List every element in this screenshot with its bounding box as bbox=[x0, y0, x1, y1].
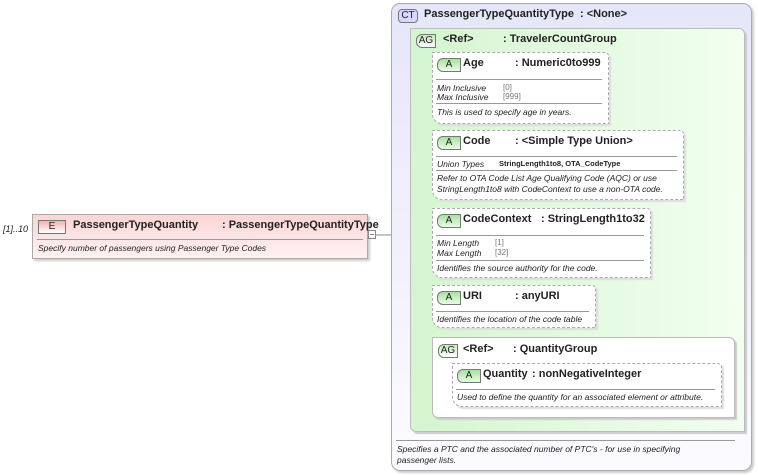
ag-ref: <Ref> bbox=[463, 343, 494, 355]
ag-name: : QuantityGroup bbox=[513, 343, 598, 355]
attribute-badge: A bbox=[437, 58, 461, 72]
ct-description-2: passenger lists. bbox=[397, 455, 457, 465]
attribute-description: This is used to specify age in years. bbox=[437, 107, 572, 117]
attribute-code[interactable]: A Code : <Simple Type Union> Union Types… bbox=[432, 130, 684, 200]
attribute-badge: A bbox=[457, 369, 481, 383]
element-name: PassengerTypeQuantity bbox=[73, 219, 199, 231]
ag-name: : TravelerCountGroup bbox=[503, 33, 617, 45]
attribute-type: : Numeric0to999 bbox=[515, 57, 601, 69]
attribute-type: : <Simple Type Union> bbox=[515, 135, 633, 147]
attribute-type: : nonNegativeInteger bbox=[532, 368, 642, 380]
attribute-name: Code bbox=[463, 135, 491, 147]
attribute-description: Identifies the source authority for the … bbox=[437, 263, 598, 273]
attribute-name: URI bbox=[463, 290, 482, 302]
union-value: StringLength1to8, OTA_CodeType bbox=[499, 159, 621, 168]
attribute-type: : StringLength1to32 bbox=[541, 213, 645, 225]
facet-value: [32] bbox=[495, 248, 509, 257]
occurrence-label: [1]..10 bbox=[3, 224, 29, 234]
collapse-button[interactable]: − bbox=[368, 230, 376, 239]
attribute-type: : anyURI bbox=[515, 290, 560, 302]
ag-badge: AG bbox=[438, 344, 458, 358]
attribute-name: Age bbox=[463, 57, 484, 69]
attribute-name: Quantity bbox=[483, 368, 528, 380]
attribute-description: Identifies the location of the code tabl… bbox=[437, 314, 583, 324]
element-badge: E bbox=[38, 220, 66, 234]
facet-value: [1] bbox=[495, 238, 504, 247]
ct-name: PassengerTypeQuantityType bbox=[424, 8, 574, 20]
element-passenger-type-quantity[interactable]: E PassengerTypeQuantity : PassengerTypeQ… bbox=[32, 214, 379, 259]
attribute-description: StringLength1to8 with CodeContext to use… bbox=[437, 184, 663, 194]
facet-value: [999] bbox=[503, 92, 521, 101]
facet-label: Min Inclusive bbox=[437, 83, 487, 93]
element-type: : PassengerTypeQuantityType bbox=[222, 219, 379, 231]
attribute-quantity[interactable]: A Quantity : nonNegativeInteger Used to … bbox=[452, 363, 722, 407]
ag-ref: <Ref> bbox=[443, 33, 474, 45]
attribute-badge: A bbox=[437, 291, 461, 305]
attribute-name: CodeContext bbox=[463, 213, 532, 225]
attribute-age[interactable]: A Age : Numeric0to999 Min Inclusive [0] … bbox=[432, 52, 609, 124]
attribute-description: Used to define the quantity for an assoc… bbox=[457, 392, 704, 402]
attribute-badge: A bbox=[437, 136, 461, 150]
facet-label: Max Inclusive bbox=[437, 92, 489, 102]
union-label: Union Types bbox=[437, 159, 485, 169]
attribute-badge: A bbox=[437, 214, 461, 228]
facet-label: Min Length bbox=[437, 238, 480, 248]
attribute-code-context[interactable]: A CodeContext : StringLength1to32 Min Le… bbox=[432, 208, 651, 278]
facet-value: [0] bbox=[503, 83, 512, 92]
ct-description-1: Specifies a PTC and the associated numbe… bbox=[397, 444, 681, 454]
attribute-uri[interactable]: A URI : anyURI Identifies the location o… bbox=[432, 285, 596, 328]
ag-badge: AG bbox=[416, 34, 436, 48]
element-description: Specify number of passengers using Passe… bbox=[38, 243, 267, 253]
attribute-description: Refer to OTA Code List Age Qualifying Co… bbox=[437, 173, 657, 183]
facet-label: Max Length bbox=[437, 248, 482, 258]
ct-base: : <None> bbox=[580, 8, 628, 20]
ct-badge: CT bbox=[398, 9, 418, 23]
